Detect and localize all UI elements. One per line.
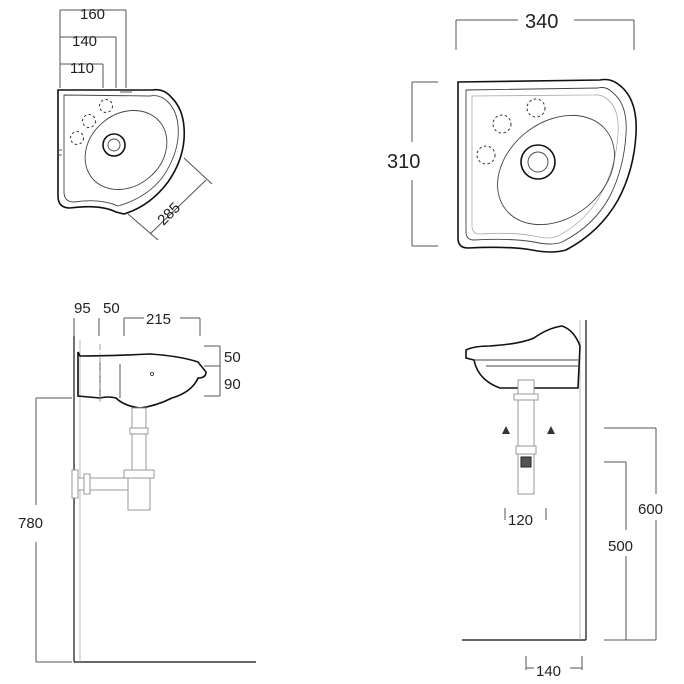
dim-label-600: 600 (638, 501, 663, 518)
dim-label-215: 215 (146, 311, 171, 328)
drain-pipe-front (513, 379, 539, 495)
dim-label-285: 285 (154, 199, 184, 229)
bowl-large (497, 114, 615, 226)
dim-label-140: 140 (72, 33, 97, 50)
valve-right (547, 426, 555, 434)
valve-left (502, 426, 510, 434)
dim-label-90: 90 (224, 376, 241, 393)
tap-hole-small-3 (70, 131, 84, 145)
top-view-large: 340 310 (387, 11, 637, 253)
dim-label-500: 500 (608, 538, 633, 555)
dim-label-780: 780 (18, 515, 43, 532)
tap-hole-small-1 (99, 99, 113, 113)
dim-label-340: 340 (525, 11, 558, 33)
dim-label-95: 95 (74, 300, 91, 317)
bowl-small (84, 110, 168, 190)
dim-label-160: 160 (80, 6, 105, 23)
side-view: 95 50 215 50 90 (18, 300, 256, 663)
tap-hole-large-1 (526, 98, 546, 118)
bottle-trap-side (71, 407, 155, 511)
dim-label-50: 50 (103, 300, 120, 317)
tap-hole-small-2 (82, 114, 96, 128)
dim-label-310: 310 (387, 151, 420, 173)
front-view: 120 600 500 140 (462, 320, 663, 680)
basin-outline-large (457, 78, 637, 253)
basin-profile-front (465, 325, 581, 389)
tap-hole-large-2 (492, 114, 512, 134)
basin-outline-small (57, 88, 186, 215)
dim-label-140-front: 140 (536, 663, 561, 680)
dim-label-110: 110 (70, 60, 94, 77)
drain-large (520, 144, 556, 180)
basin-profile-side (77, 351, 207, 409)
tap-hole-large-3 (476, 145, 496, 165)
top-view-small: 160 140 110 285 (57, 6, 213, 241)
dim-label-50-rim: 50 (224, 349, 241, 366)
drain-small (102, 133, 126, 157)
dim-label-120: 120 (508, 512, 533, 529)
